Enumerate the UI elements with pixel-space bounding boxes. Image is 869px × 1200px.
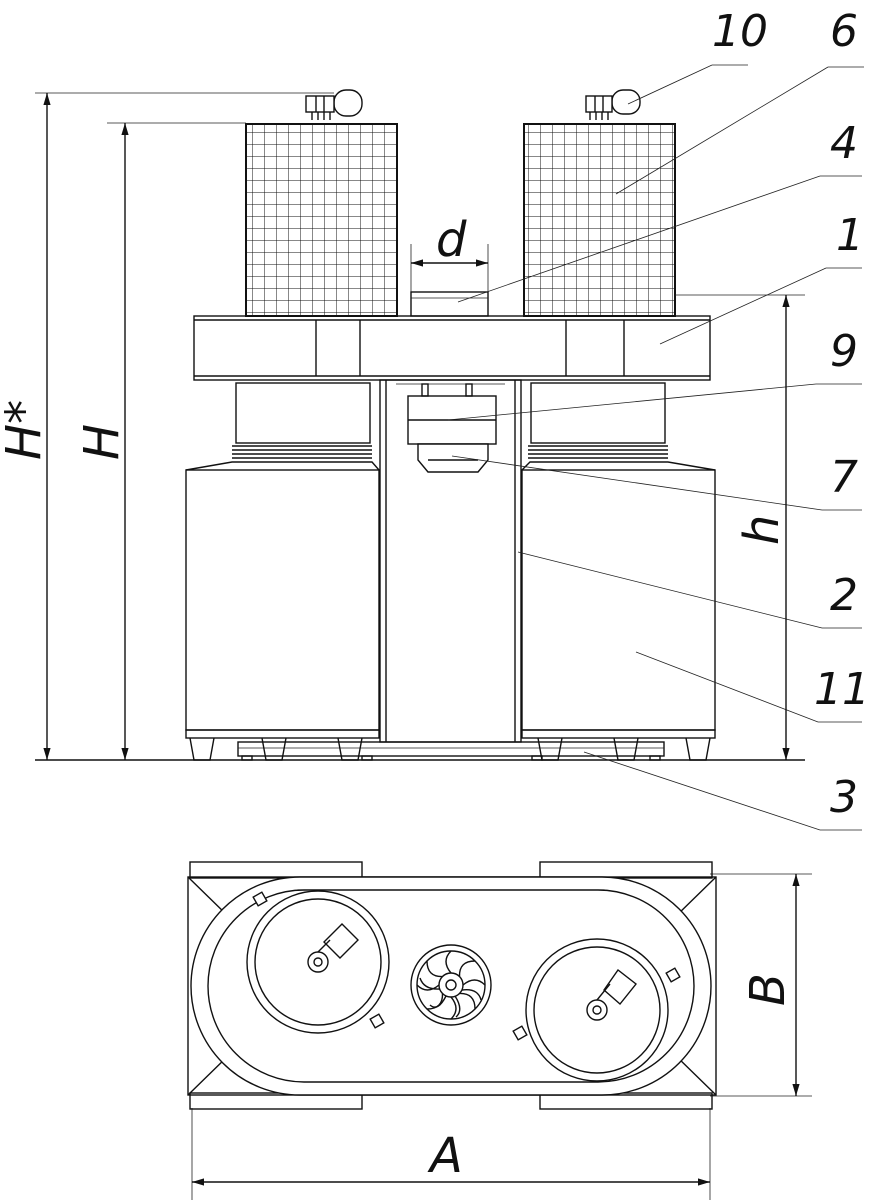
right-shaker-motor [585,89,641,120]
motor-fan-unit [407,383,497,473]
dimension-labels: H* H h d [0,212,790,545]
top-plate [193,315,711,381]
top-plate-outline [190,876,712,1096]
left-shaker-motor [305,89,363,120]
left-bag-housing [185,461,380,761]
dim-b: B [740,973,796,1006]
left-bag-collar [232,382,372,459]
right-filter-cartridge [523,123,676,317]
callout-11: 11 [814,664,869,715]
left-filter-cartridge [245,123,398,317]
dim-h-star: H* [0,400,52,460]
leader-lines [447,64,864,831]
dimension-lines [35,92,805,760]
left-filter-top [246,890,390,1034]
outlet-pipe [410,291,489,317]
callout-10: 10 [712,6,768,57]
callout-1: 1 [836,210,864,261]
dim-h: H [74,424,130,460]
callout-labels: 10 6 4 1 9 7 2 11 3 [712,6,869,823]
callout-4: 4 [830,118,858,169]
right-filter-top [512,938,681,1082]
dim-a: A [427,1128,463,1184]
right-bag-collar [528,382,668,459]
callout-2: 2 [830,570,858,621]
front-view: 10 6 4 1 9 7 2 11 3 H* H h d [0,6,869,831]
dim-h-small: h [734,515,790,545]
fan-impeller-top [410,944,492,1026]
dim-d: d [436,212,467,268]
callout-3: 3 [830,772,858,823]
right-bag-housing [521,461,716,761]
callout-9: 9 [830,326,858,377]
callout-7: 7 [830,452,858,503]
top-view: B A [187,861,812,1200]
callout-6: 6 [830,6,858,57]
